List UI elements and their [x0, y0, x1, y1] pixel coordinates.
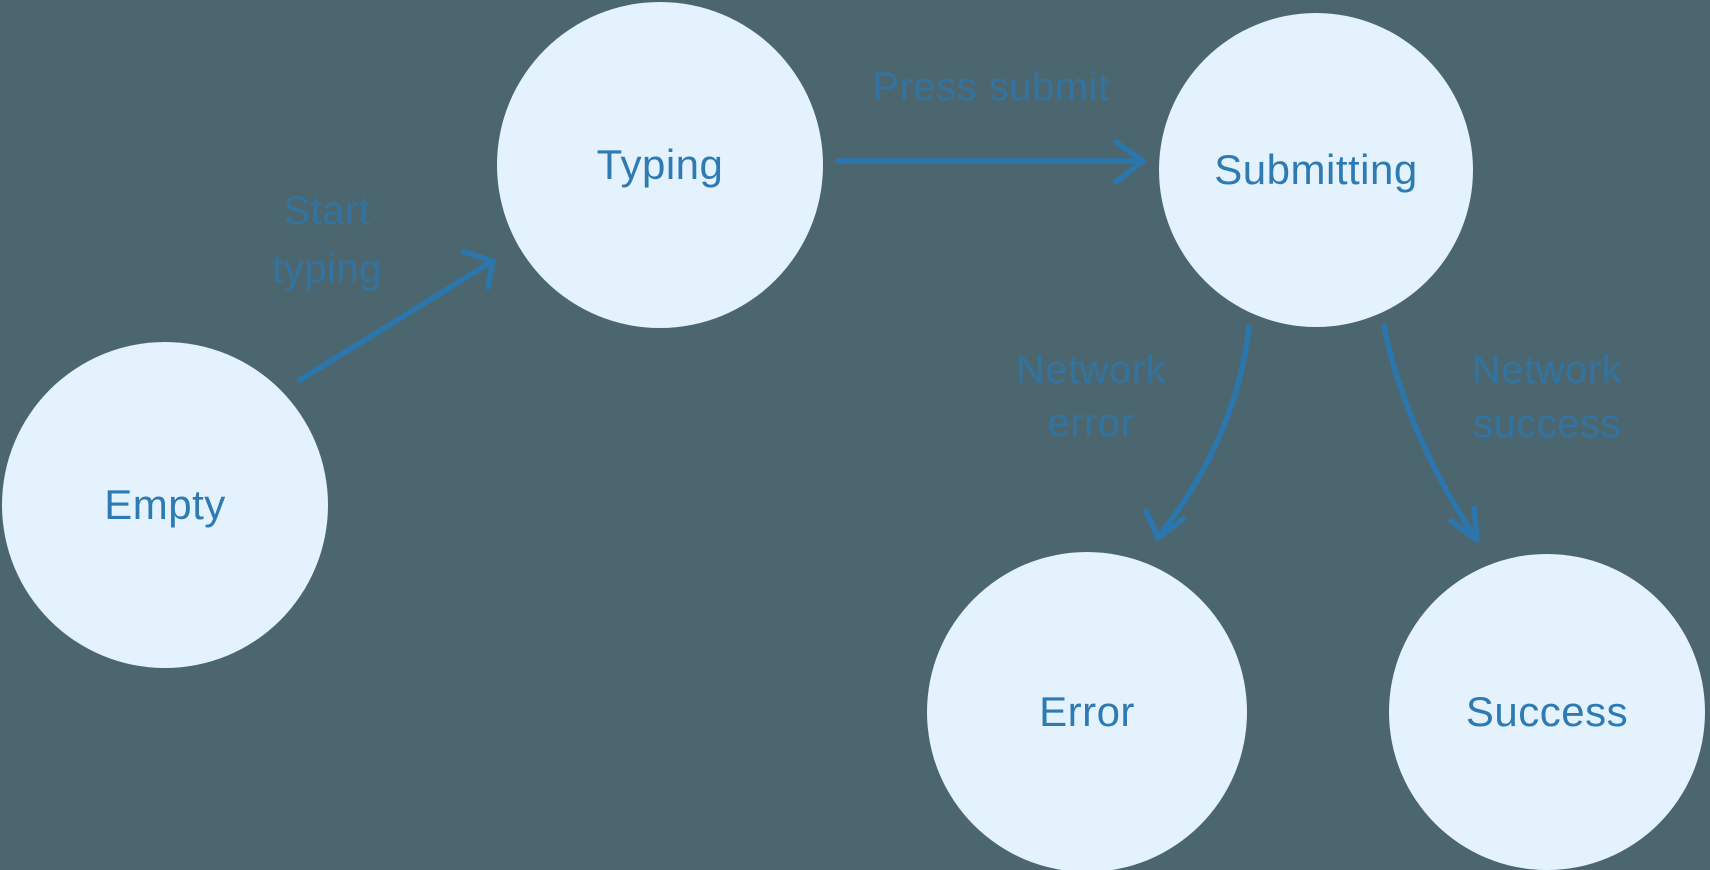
- state-node-submitting: Submitting: [1159, 13, 1473, 327]
- arrowhead-submitting-to-success: [1448, 505, 1480, 543]
- edge-line-submitting-to-success: [1381, 323, 1479, 542]
- state-node-typing: Typing: [497, 2, 823, 328]
- state-label-empty: Empty: [104, 481, 226, 528]
- edge-label-line: Press submit: [872, 65, 1110, 109]
- edge-typing-to-submitting: [835, 139, 1146, 185]
- arrowhead-typing-to-submitting: [1113, 139, 1146, 185]
- edge-label-press-submit: Press submit: [838, 58, 1144, 116]
- edge-label-network-error: Network error: [951, 344, 1231, 450]
- state-label-error: Error: [1039, 688, 1135, 735]
- edge-label-start-typing: Start typing: [202, 182, 452, 298]
- edge-label-line: success: [1473, 402, 1621, 446]
- edge-label-line: Start: [283, 189, 371, 233]
- edge-label-line: Network: [1471, 348, 1623, 392]
- edge-line-submitting-to-error: [1155, 324, 1252, 540]
- edge-line-empty-to-typing: [297, 259, 494, 383]
- edge-submitting-to-error: [1143, 324, 1252, 541]
- state-label-typing: Typing: [596, 141, 724, 188]
- edge-empty-to-typing: [297, 249, 496, 383]
- edge-label-line: Network: [1015, 348, 1167, 392]
- edge-label-network-success: Network success: [1407, 343, 1687, 451]
- state-label-success: Success: [1465, 688, 1629, 735]
- arrowhead-submitting-to-error: [1143, 508, 1186, 541]
- state-node-error: Error: [927, 552, 1247, 870]
- state-label-submitting: Submitting: [1214, 146, 1418, 193]
- state-node-success: Success: [1389, 554, 1705, 870]
- edge-submitting-to-success: [1381, 323, 1480, 543]
- state-node-empty: Empty: [2, 342, 328, 668]
- arrowhead-empty-to-typing: [461, 249, 496, 290]
- edge-label-line: error: [1047, 401, 1135, 445]
- edge-label-line: typing: [272, 247, 382, 291]
